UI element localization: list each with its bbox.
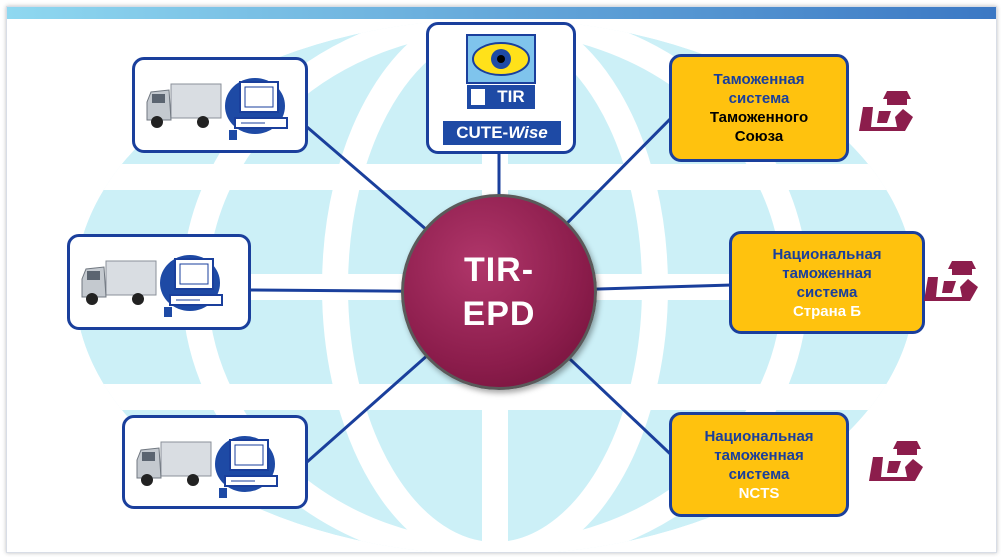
computer-icon: [225, 78, 288, 140]
customs-line2: таможенная: [714, 446, 804, 464]
truck-icon: [136, 441, 212, 486]
cute-wise-label: CUTE-Wise: [443, 121, 561, 145]
diagram-frame: TIR CUTE-Wise TIR- EPD Таможенная систем…: [6, 6, 997, 553]
tir-epd-hub: TIR- EPD: [401, 194, 597, 390]
cute-brand-italic: Wise: [508, 123, 548, 142]
customs-system-customs-union: Таможенная система Таможенного Союза: [669, 54, 849, 162]
customs-line2: таможенная: [782, 264, 872, 282]
customs-line4: Страна Б: [792, 302, 862, 320]
customs-line3: Таможенного: [709, 109, 809, 126]
customs-line2: система: [728, 90, 790, 107]
operator-terminal-middle: [67, 234, 251, 330]
customs-line4: Союза: [734, 128, 784, 145]
customs-system-country-b: Национальная таможенная система Страна Б: [729, 231, 925, 334]
customs-line3: система: [796, 283, 858, 301]
tir-label: TIR: [497, 87, 525, 106]
truck-icon: [81, 260, 157, 305]
computer-icon: [160, 255, 223, 317]
operator-terminal-bottom: [122, 415, 308, 509]
cute-wise-node: TIR CUTE-Wise: [426, 22, 576, 154]
cute-wise-logo: [466, 34, 536, 109]
hub-title-line2: EPD: [462, 295, 536, 333]
customs-line4: NCTS: [738, 484, 780, 502]
truck-icon: [146, 83, 222, 128]
customs-officer-icon: [859, 91, 913, 131]
customs-system-ncts: Национальная таможенная система NCTS: [669, 412, 849, 517]
cute-brand: CUTE-: [456, 123, 509, 142]
customs-officer-icon: [924, 261, 978, 301]
operator-terminal-top: [132, 57, 308, 153]
customs-line1: Национальная: [704, 427, 814, 445]
hub-title-line1: TIR-: [463, 251, 535, 289]
customs-officer-icon: [869, 441, 923, 481]
customs-line1: Таможенная: [713, 71, 805, 88]
customs-line3: система: [728, 465, 790, 483]
top-gradient-bar: [7, 7, 996, 19]
customs-line1: Национальная: [772, 245, 882, 263]
computer-icon: [215, 436, 278, 498]
